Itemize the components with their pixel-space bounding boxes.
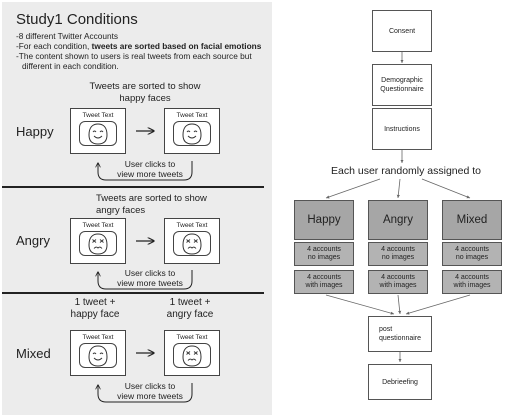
bullet-sorted: -For each condition, tweets are sorted b… [16,41,262,51]
arrow-mixed-post [405,294,471,315]
happy-face-icon [88,344,108,367]
tweet-frame [173,343,211,368]
loop-arrow-happy [98,161,193,181]
post-questionnaire-box: post questionnaire [368,316,432,352]
arrow-to-mixed [421,178,471,199]
divider-angry-mixed [2,292,264,294]
angry-label: Angry [16,233,50,248]
angry-click-caption: User clicks to view more tweets [117,268,183,288]
happy-face-icon [88,122,108,145]
mixed-click-caption: User clicks to view more tweets [117,381,183,401]
mixed-caption-right: 1 tweet + angry face [166,297,214,320]
assignment-text: Each user randomly assigned to [331,165,481,177]
tweet-frame [173,121,211,146]
bullet-content: -The content shown to users is real twee… [16,51,252,61]
loop-arrow-angry [98,270,193,290]
happy-face-icon [182,122,202,145]
debriefing-box: Debrieefing [368,364,432,400]
bullet-content-cont: different in each condition. [22,61,119,71]
mixed-label: Mixed [16,346,51,361]
consent-box: Consent [372,10,432,52]
mixed-tweet-card-left: Tweet Text [70,330,126,376]
study-conditions-panel [2,2,272,415]
angry-tweet-card-left: Tweet Text [70,218,126,264]
arrow-angry-post [397,294,402,315]
angry-face-icon [182,232,202,255]
study-title: Study1 Conditions [16,11,138,28]
tweet-frame [79,343,117,368]
happy-label: Happy [16,124,54,139]
tweet-frame [79,121,117,146]
angry-caption: Tweets are sorted to show angry faces [96,193,207,216]
arrow-to-happy [325,178,381,199]
tweet-frame [79,231,117,256]
angry-face-icon [88,232,108,255]
group-happy: Happy [294,200,354,240]
angry-face-icon [182,344,202,367]
happy-caption: Tweets are sorted to show happy faces [89,81,201,104]
happy-tweet-card-right: Tweet Text [164,108,220,154]
arrow-happy-post [325,294,395,315]
group-angry: Angry [368,200,428,240]
divider-happy-angry [2,186,264,188]
happy-click-caption: User clicks to view more tweets [117,159,183,179]
mixed-tweet-card-right: Tweet Text [164,330,220,376]
happy-tweet-card-left: Tweet Text [70,108,126,154]
arrow-to-angry [396,178,401,199]
group-mixed: Mixed [442,200,502,240]
tweet-frame [173,231,211,256]
loop-arrow-mixed [98,383,193,403]
demographic-box: Demographic Questionnaire [372,64,432,106]
angry-tweet-card-right: Tweet Text [164,218,220,264]
mixed-caption-left: 1 tweet + happy face [70,297,120,320]
bullet-accounts: -8 different Twitter Accounts [16,31,119,41]
instructions-box: Instructions [372,108,432,150]
